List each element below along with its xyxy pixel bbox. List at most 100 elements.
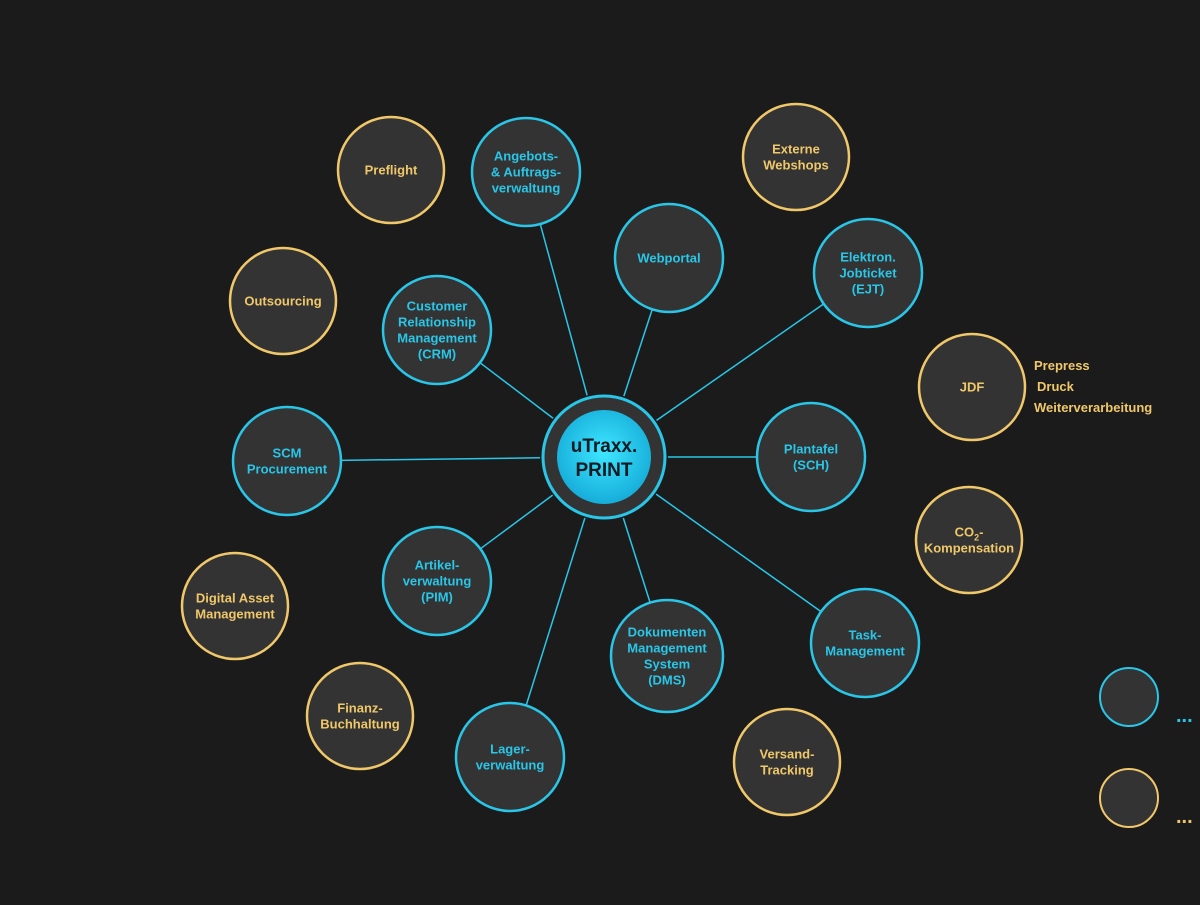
legend-swatch-yellow — [1099, 768, 1159, 828]
node-label-crm: Customer — [407, 299, 468, 314]
node-label-webshops: Webshops — [763, 158, 829, 173]
node-label-pim: (PIM) — [421, 590, 453, 605]
node-label-dms: Dokumenten — [628, 625, 707, 640]
legend-label-yellow: ... — [1176, 806, 1193, 828]
jdf-side-item: Prepress — [1034, 358, 1090, 373]
connector-scm — [340, 457, 541, 462]
node-co2[interactable]: CO2-Kompensation — [914, 485, 1024, 595]
connector-angebots — [539, 223, 588, 396]
node-circle-crm — [381, 274, 493, 386]
node-ejt[interactable]: Elektron.Jobticket(EJT) — [812, 217, 924, 329]
node-outsourcing[interactable]: Outsourcing — [228, 246, 338, 356]
node-label-preflight: Preflight — [365, 163, 418, 178]
connector-pim — [479, 494, 554, 550]
node-label-finanz: Buchhaltung — [320, 717, 399, 732]
node-pim[interactable]: Artikel-verwaltung(PIM) — [381, 525, 493, 637]
node-circle-webportal — [613, 202, 725, 314]
node-label-angebots: Angebots- — [494, 149, 558, 164]
connector-dms — [622, 517, 651, 603]
node-label-pim: verwaltung — [403, 574, 472, 589]
node-label-angebots: & Auftrags- — [491, 165, 561, 180]
node-jdf[interactable]: JDF — [917, 332, 1027, 442]
connector-webportal — [623, 309, 653, 397]
node-circle-outsourcing — [228, 246, 338, 356]
node-label-lager: verwaltung — [476, 758, 545, 773]
node-label-crm: Relationship — [398, 315, 476, 330]
node-circle-jdf — [917, 332, 1027, 442]
node-label-ejt: Jobticket — [839, 266, 897, 281]
node-label-task: Task- — [849, 628, 882, 643]
node-label-co2: Kompensation — [924, 541, 1014, 556]
node-angebots[interactable]: Angebots-& Auftrags-verwaltung — [470, 116, 582, 228]
node-circle-dam — [180, 551, 290, 661]
jdf-side-item: Druck — [1037, 379, 1075, 394]
node-finanz[interactable]: Finanz-Buchhaltung — [305, 661, 415, 771]
node-label-dam: Digital Asset — [196, 591, 275, 606]
connector-crm — [479, 362, 554, 419]
node-label-versand: Tracking — [760, 763, 814, 778]
connector-task — [655, 493, 822, 613]
node-label-dms: System — [644, 657, 690, 672]
legend-label-blue: ... — [1176, 705, 1193, 727]
node-lager[interactable]: Lager-verwaltung — [454, 701, 566, 813]
node-circle-scm — [231, 405, 343, 517]
node-label-lager: Lager- — [490, 742, 530, 757]
node-circle-finanz — [305, 661, 415, 771]
node-circle-angebots — [470, 116, 582, 228]
node-plantafel[interactable]: Plantafel(SCH) — [755, 401, 867, 513]
node-label-finanz: Finanz- — [337, 701, 383, 716]
connector-lager — [525, 517, 586, 706]
node-circle-co2 — [914, 485, 1024, 595]
node-label-co2: CO2- — [955, 525, 984, 543]
node-label-webshops: Externe — [772, 142, 820, 157]
node-circle-plantafel — [755, 401, 867, 513]
center-label: PRINT — [576, 460, 633, 481]
connection-lines — [340, 223, 825, 706]
node-label-dam: Management — [195, 607, 275, 622]
node-versand[interactable]: Versand-Tracking — [732, 707, 842, 817]
node-label-outsourcing: Outsourcing — [244, 294, 321, 309]
node-label-ejt: Elektron. — [840, 250, 896, 265]
node-task[interactable]: Task-Management — [809, 587, 921, 699]
center-label: uTraxx. — [571, 436, 638, 457]
node-label-angebots: verwaltung — [492, 181, 561, 196]
connector-ejt — [656, 303, 825, 422]
node-label-crm: (CRM) — [418, 347, 456, 362]
node-label-ejt: (EJT) — [852, 282, 885, 297]
node-preflight[interactable]: Preflight — [336, 115, 446, 225]
node-circle-preflight — [336, 115, 446, 225]
node-label-scm: SCM — [273, 446, 302, 461]
node-label-task: Management — [825, 644, 905, 659]
node-label-plantafel: Plantafel — [784, 442, 838, 457]
legend-item-blue: ... — [1099, 667, 1193, 727]
node-circle-pim — [381, 525, 493, 637]
node-label-pim: Artikel- — [415, 558, 460, 573]
node-label-versand: Versand- — [760, 747, 815, 762]
legend-item-yellow: ... — [1099, 768, 1193, 828]
node-label-plantafel: (SCH) — [793, 458, 829, 473]
node-webportal[interactable]: Webportal — [613, 202, 725, 314]
node-circle-task — [809, 587, 921, 699]
node-label-dms: (DMS) — [648, 673, 686, 688]
node-label-webportal: Webportal — [637, 251, 700, 266]
node-circle-webshops — [741, 102, 851, 212]
node-circle-dms — [609, 598, 725, 714]
node-circle-versand — [732, 707, 842, 817]
jdf-side-item: Weiterverarbeitung — [1034, 400, 1152, 415]
center-inner-circle — [557, 410, 651, 504]
center-utraxx-print[interactable]: uTraxx. PRINT — [541, 394, 667, 520]
legend: ...... — [1099, 667, 1193, 828]
node-label-dms: Management — [627, 641, 707, 656]
node-circle-ejt — [812, 217, 924, 329]
node-label-scm: Procurement — [247, 462, 328, 477]
node-circle-lager — [454, 701, 566, 813]
